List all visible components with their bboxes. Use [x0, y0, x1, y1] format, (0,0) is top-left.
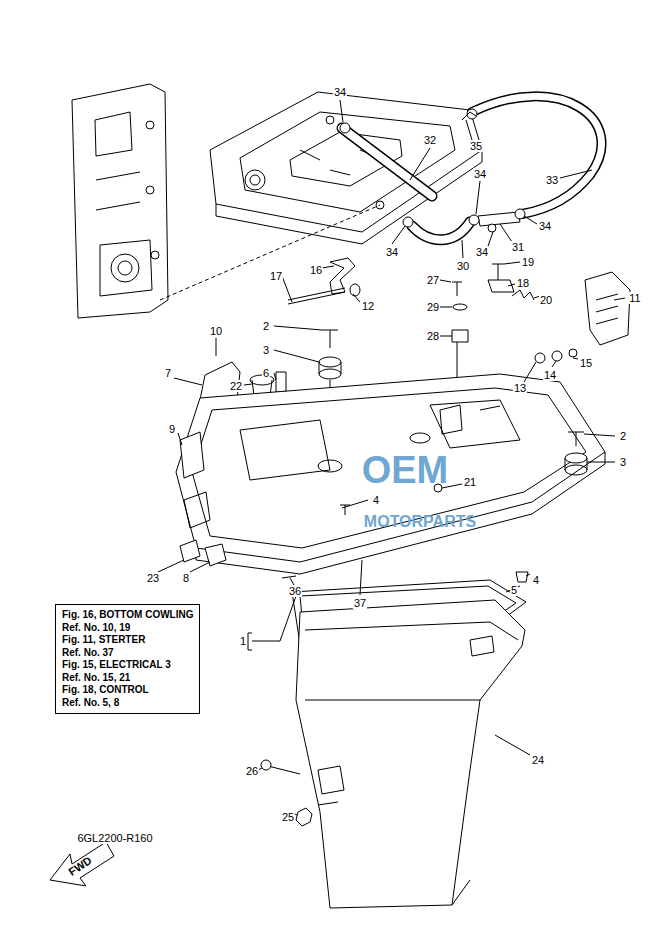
callout-number: 3	[262, 344, 270, 356]
callout-number: 10	[209, 325, 223, 337]
callout-number: 25	[281, 811, 295, 823]
callout-number: 35	[469, 140, 483, 152]
callout-number: 22	[229, 380, 243, 392]
callout-number: 30	[456, 260, 470, 272]
callout-number: 4	[532, 574, 540, 586]
watermark: OEM	[361, 450, 450, 490]
reference-text: Fig. 11, STERTER	[62, 634, 193, 647]
callout-number: 7	[164, 367, 172, 379]
callout-number: 3	[619, 456, 627, 468]
callout-number: 34	[385, 246, 399, 258]
callout-number: 24	[531, 754, 545, 766]
callout-number: 17	[269, 270, 283, 282]
callout-number: 2	[262, 320, 270, 332]
callout-number: 19	[521, 256, 535, 268]
reference-text: Ref. No. 15, 21	[62, 672, 193, 685]
callout-number: 14	[543, 369, 557, 381]
callout-number: 31	[511, 241, 525, 253]
diagram-code: 6GL2200-R160	[76, 832, 153, 844]
reference-text: Fig. 16, BOTTOM COWLING	[62, 609, 193, 622]
reference-text: Ref. No. 37	[62, 647, 193, 660]
callout-number: 26	[245, 765, 259, 777]
callout-number: 6	[262, 367, 270, 379]
callout-number: 21	[463, 476, 477, 488]
callout-number: 32	[423, 134, 437, 146]
callout-number: 23	[146, 572, 160, 584]
callout-number: 36	[288, 585, 302, 597]
callout-number: 12	[361, 300, 375, 312]
callout-number: 27	[426, 274, 440, 286]
callout-number: 34	[333, 86, 347, 98]
reference-text: Ref. No. 5, 8	[62, 697, 193, 710]
callout-number: 29	[426, 301, 440, 313]
callout-number: 18	[516, 277, 530, 289]
reference-text: Fig. 18, CONTROL	[62, 684, 193, 697]
callout-number: 15	[579, 357, 593, 369]
callout-number: 8	[182, 572, 190, 584]
callout-number: 9	[168, 423, 176, 435]
callout-number: 34	[473, 168, 487, 180]
callout-number: 20	[539, 294, 553, 306]
callout-number: 13	[513, 382, 527, 394]
watermark: MOTORPARTS	[363, 513, 477, 531]
callout-number: 11	[628, 292, 641, 304]
reference-text: Fig. 15, ELECTRICAL 3	[62, 659, 193, 672]
callout-number: 4	[372, 494, 380, 506]
callout-number: 1	[239, 635, 247, 647]
callout-number: 2	[619, 430, 627, 442]
reference-box: Fig. 16, BOTTOM COWLINGRef. No. 10, 19Fi…	[55, 604, 200, 714]
callout-number: 34	[538, 220, 552, 232]
callout-number: 33	[545, 174, 559, 186]
callout-number: 37	[353, 597, 367, 609]
callout-number: 34	[475, 246, 489, 258]
reference-text: Ref. No. 10, 19	[62, 622, 193, 635]
callout-number: 16	[309, 264, 323, 276]
callout-number: 28	[426, 330, 440, 342]
direction-label: FWD	[65, 853, 94, 878]
callout-number: 5	[510, 584, 518, 596]
